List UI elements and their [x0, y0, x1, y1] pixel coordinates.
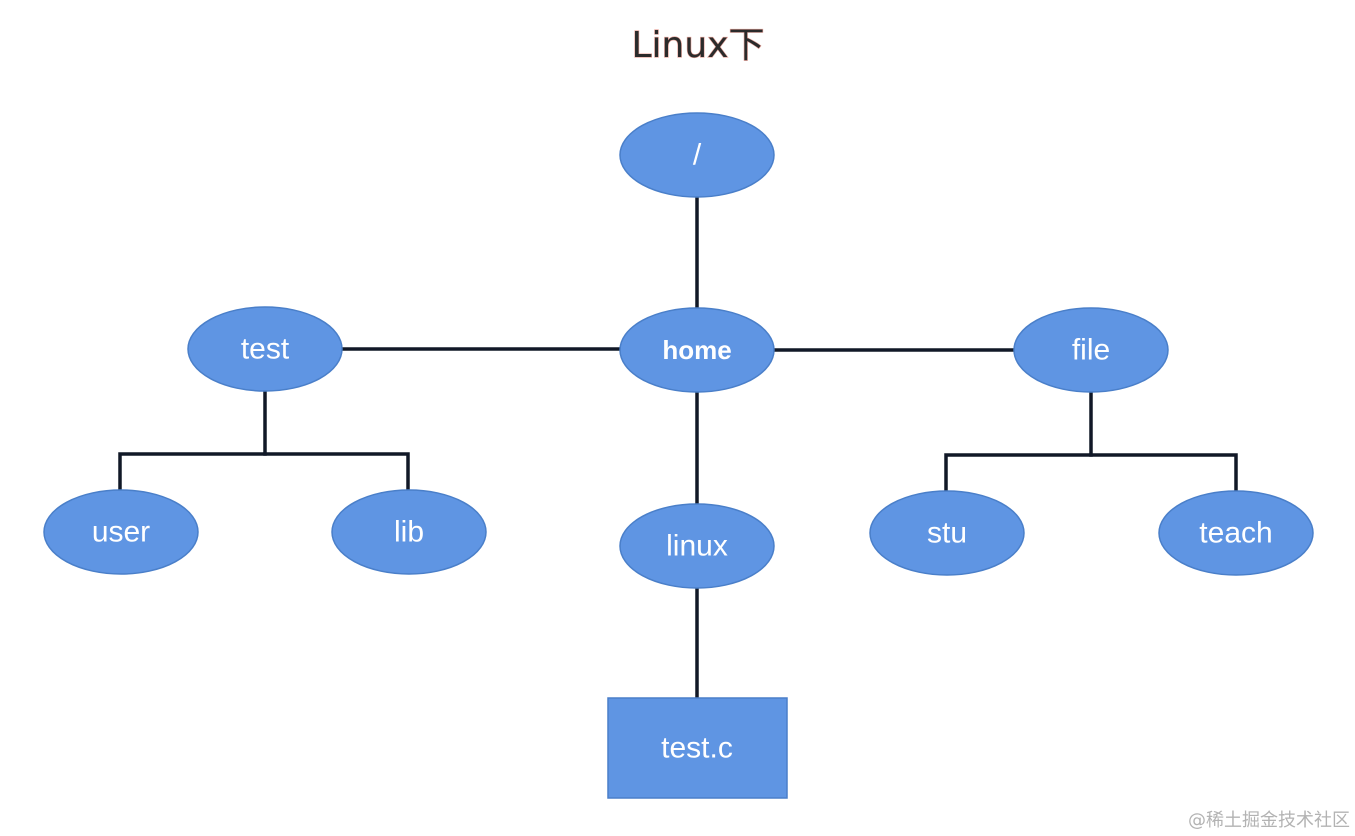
- node-stu: stu: [869, 490, 1025, 576]
- node-lib-shape: [331, 489, 487, 575]
- node-user: user: [43, 489, 199, 575]
- node-home: home: [619, 307, 775, 393]
- diagram-title: Linux下: [632, 25, 765, 66]
- node-stu-label: stu: [927, 517, 967, 550]
- node-root-label: /: [693, 139, 702, 172]
- edge-file-teach: [1089, 453, 1238, 494]
- node-file-shape: [1013, 307, 1169, 393]
- node-file: file: [1013, 307, 1169, 393]
- edges: [118, 194, 1238, 700]
- node-user-shape: [43, 489, 199, 575]
- node-testc-shape: [607, 697, 788, 799]
- node-teach-label: teach: [1199, 517, 1272, 550]
- watermark: @稀土掘金技术社区: [1188, 810, 1350, 831]
- node-home-shape: [619, 307, 775, 393]
- node-test-label: test: [241, 333, 290, 366]
- node-test-shape: [187, 306, 343, 392]
- node-lib-label: lib: [394, 516, 424, 549]
- node-teach-shape: [1158, 490, 1314, 576]
- node-teach: teach: [1158, 490, 1314, 576]
- edge-file-stu: [944, 390, 1093, 494]
- node-root: /: [619, 112, 775, 198]
- node-home-label: home: [662, 335, 731, 365]
- node-lib: lib: [331, 489, 487, 575]
- node-stu-shape: [869, 490, 1025, 576]
- edge-test-lib: [263, 452, 410, 493]
- node-test: test: [187, 306, 343, 392]
- node-linux-shape: [619, 503, 775, 589]
- node-linux: linux: [619, 503, 775, 589]
- node-testc-label: test.c: [661, 732, 733, 765]
- node-linux-label: linux: [666, 530, 728, 563]
- node-file-label: file: [1072, 334, 1110, 367]
- edge-test-user: [118, 389, 267, 493]
- node-root-shape: [619, 112, 775, 198]
- node-user-label: user: [92, 516, 150, 549]
- node-testc: test.c: [607, 697, 788, 799]
